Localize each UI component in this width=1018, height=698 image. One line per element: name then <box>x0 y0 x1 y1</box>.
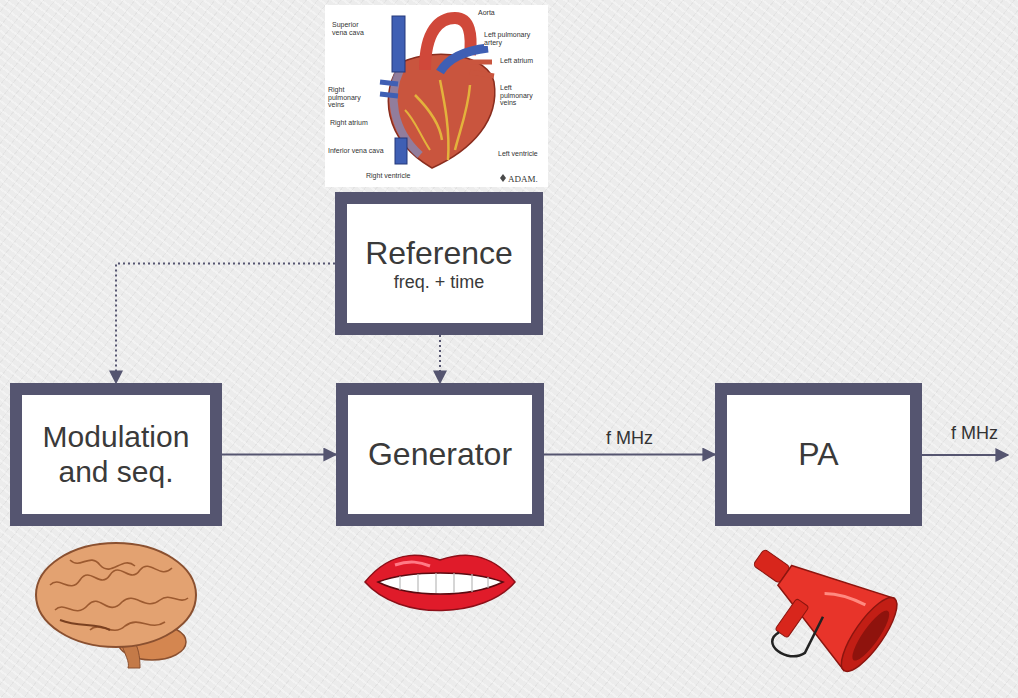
signal-label: f MHz <box>606 429 653 449</box>
anatomy-label: Right ventricle <box>366 172 410 180</box>
box-subtitle: freq. + time <box>394 272 485 293</box>
arrow-connector <box>544 454 715 456</box>
box-title: Reference <box>365 235 513 272</box>
publisher-logo: ADAM. <box>508 175 538 185</box>
anatomy-label: Aorta <box>478 9 495 17</box>
lips-illustration <box>365 555 515 610</box>
anatomy-label: Left pulmonary artery <box>484 31 542 46</box>
anatomy-label: Left pulmonary veins <box>500 84 544 107</box>
anatomy-label: Inferior vena cava <box>328 147 388 155</box>
brain-illustration <box>36 543 196 668</box>
modulation-box: Modulation and seq. <box>10 383 222 526</box>
generator-box: Generator <box>336 383 544 526</box>
anatomy-label: Left ventricle <box>498 150 538 158</box>
anatomy-label: Right atrium <box>330 119 368 127</box>
box-title: Generator <box>368 436 512 473</box>
signal-label: f MHz <box>951 424 998 444</box>
arrow-connector <box>222 454 336 456</box>
reference-box: Referencefreq. + time <box>335 192 543 335</box>
power-amplifier-box: PA <box>715 383 922 526</box>
anatomy-label: Left atrium <box>500 57 533 65</box>
box-title: PA <box>798 436 838 473</box>
heart-illustration <box>325 5 548 187</box>
output-arrow <box>922 454 1008 456</box>
box-title: Modulation and seq. <box>22 420 210 489</box>
dotted-connector <box>116 264 335 384</box>
dotted-connector <box>439 335 441 383</box>
megaphone-illustration <box>721 521 906 697</box>
anatomy-label: Right pulmonary veins <box>328 86 374 109</box>
anatomy-label: Superior vena cava <box>332 21 374 36</box>
